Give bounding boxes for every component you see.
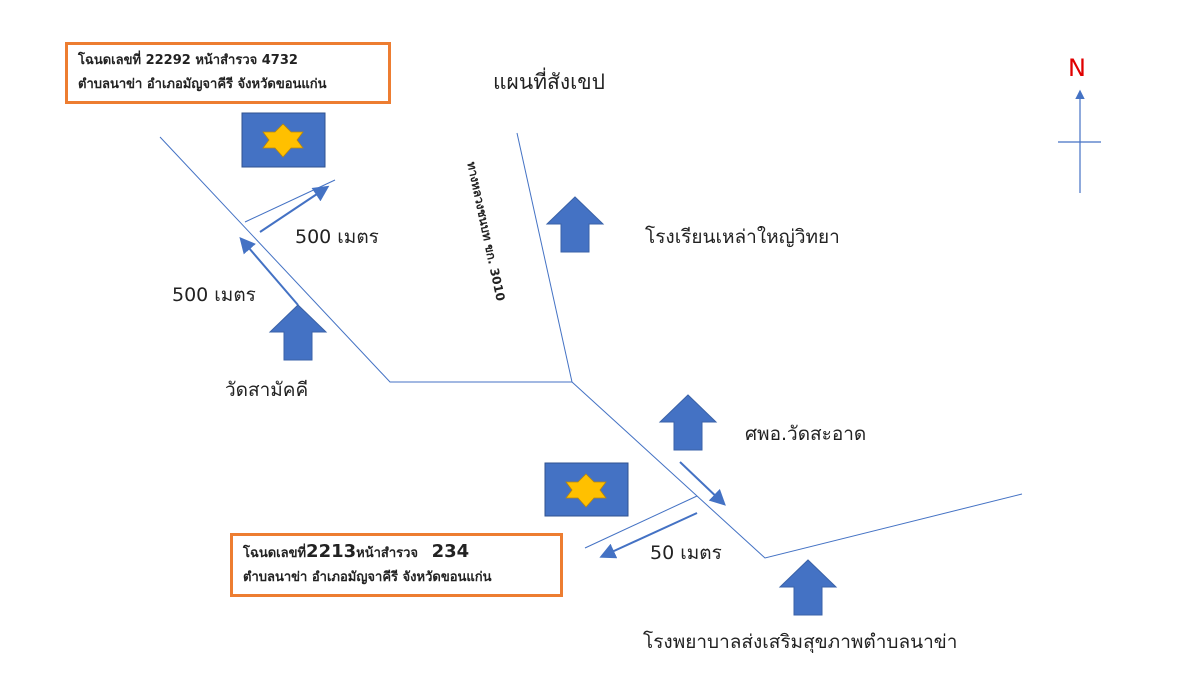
landmark-school: โรงเรียนเหล่าใหญ่วิทยา xyxy=(645,226,840,248)
landmark-temple: วัดสามัคคี xyxy=(225,379,309,401)
distance-label: 50 เมตร xyxy=(650,542,722,564)
up-arrow-icon xyxy=(545,196,605,253)
road-branch-south xyxy=(584,495,698,549)
road-south xyxy=(571,381,1023,559)
up-arrow-icon xyxy=(268,304,328,361)
deed-box-2: โฉนดเลขที่2213หน้าสำรวจ 234 ตำบลนาข่า อำ… xyxy=(230,533,563,597)
deed-label: โฉนดเลขที่ xyxy=(78,53,142,68)
distance-label: 500 เมตร xyxy=(172,284,256,306)
road-branch-north xyxy=(244,179,336,223)
landmark-markers xyxy=(268,196,838,616)
arrow-icon xyxy=(239,236,299,306)
up-arrow-icon xyxy=(778,559,838,616)
deed-number: 22292 xyxy=(145,53,191,68)
star-icon xyxy=(565,473,607,508)
roads xyxy=(159,132,1023,559)
distance-label: 500 เมตร xyxy=(295,226,379,248)
direction-arrows xyxy=(239,185,726,559)
deed-number: 2213 xyxy=(306,541,357,562)
landmark-center: ศพอ.วัดสะอาด xyxy=(745,423,867,445)
compass xyxy=(1058,89,1101,193)
page-label: หน้าสำรวจ xyxy=(195,53,258,68)
arrow-icon xyxy=(679,461,726,506)
arrow-icon xyxy=(599,512,698,559)
map-title: แผนที่สังเขป xyxy=(493,70,605,94)
plot-marker-2 xyxy=(544,462,629,517)
deed-label: โฉนดเลขที่ xyxy=(243,546,307,561)
road-west xyxy=(159,136,572,383)
page-number: 234 xyxy=(431,541,470,562)
deed-location: ตำบลนาข่า อำเภอมัญจาคีรี จังหวัดขอนแก่น xyxy=(78,77,327,92)
deed-box-1: โฉนดเลขที่ 22292 หน้าสำรวจ 4732 ตำบลนาข่… xyxy=(65,42,391,104)
landmark-hospital: โรงพยาบาลส่งเสริมสุขภาพตำบลนาข่า xyxy=(643,631,958,653)
page-number: 4732 xyxy=(261,53,298,68)
deed-location: ตำบลนาข่า อำเภอมัญจาคีรี จังหวัดขอนแก่น xyxy=(243,570,492,585)
plot-marker-1 xyxy=(241,112,326,168)
arrow-icon xyxy=(259,185,330,233)
north-label: N xyxy=(1068,54,1086,82)
road-rural-3010 xyxy=(516,132,573,383)
up-arrow-icon xyxy=(658,394,718,451)
star-icon xyxy=(262,123,304,158)
page-label: หน้าสำรวจ xyxy=(356,546,419,561)
